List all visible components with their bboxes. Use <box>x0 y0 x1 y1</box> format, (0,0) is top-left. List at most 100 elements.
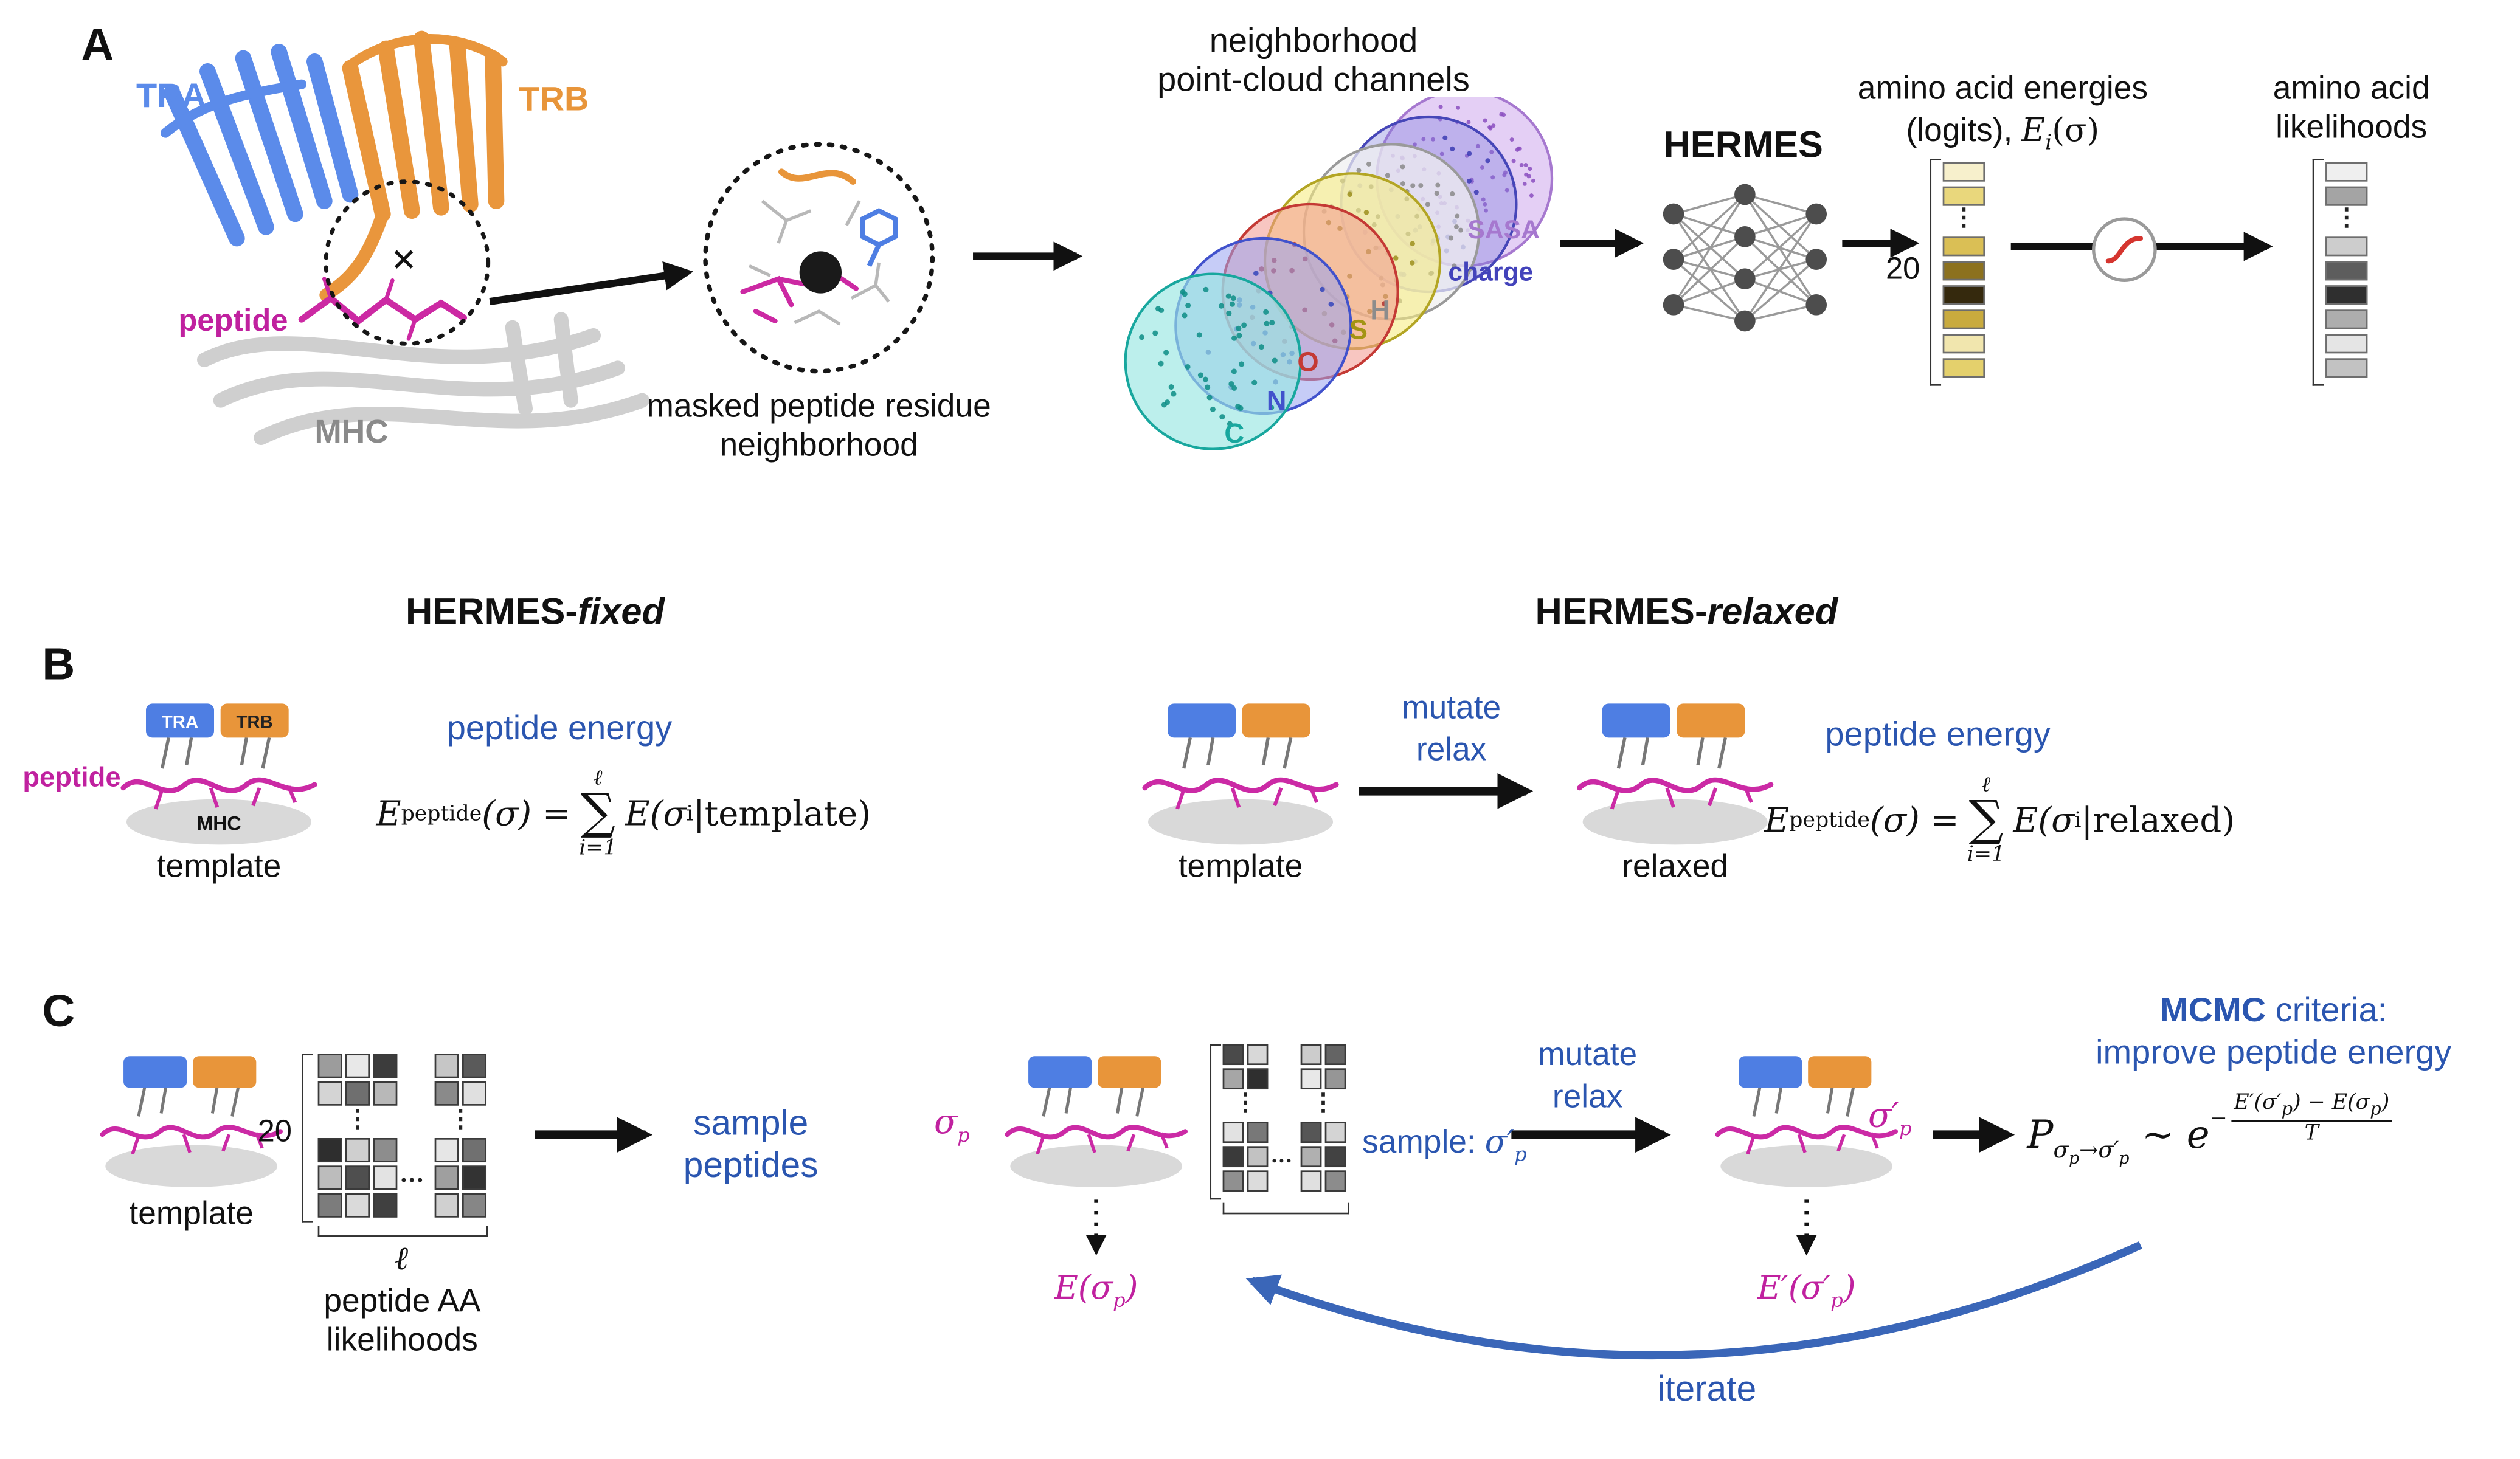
p-var: P <box>2027 1112 2054 1158</box>
sample-sigma-sub: p <box>1514 1143 1527 1166</box>
pmhc-cartoon-b-relaxed <box>1554 691 1797 853</box>
tra-box <box>1168 703 1236 738</box>
matrix2-topA <box>1222 1044 1269 1092</box>
aa-likelihoods-line2: likelihoods <box>326 1323 478 1359</box>
interface-dotted-circle <box>324 179 491 346</box>
num3: ) <box>2381 1091 2390 1116</box>
matrix-cell <box>1300 1068 1322 1090</box>
sample-sigma-base: σ′ <box>1484 1122 1515 1161</box>
matrix-cell <box>434 1165 459 1190</box>
num-sub2: p <box>2370 1099 2381 1120</box>
point-cloud-channels-graphic <box>1124 97 1554 450</box>
e-sigma-sub: p <box>1113 1289 1126 1312</box>
likelihood-cells-bottom <box>2325 236 2368 382</box>
mhc-ellipse <box>126 799 312 845</box>
sigma-p-label: σp <box>934 1102 970 1147</box>
matrix-cell <box>1942 186 1985 206</box>
panel-b-label: B <box>42 638 75 689</box>
eq-lhs-sub: peptide <box>401 801 482 826</box>
trb-label: TRB <box>519 81 589 119</box>
hermes-relaxed-title: HERMES-relaxed <box>1443 590 1930 634</box>
ell-label: ℓ <box>394 1238 409 1278</box>
matrix-cell <box>1324 1170 1346 1192</box>
matrix-cell <box>1942 261 1985 281</box>
matrix1-hdots: ... <box>400 1161 425 1188</box>
matrix-cell <box>1324 1146 1346 1168</box>
matrix1-topA <box>317 1054 398 1109</box>
peptide-side-sticks <box>131 1132 264 1155</box>
matrix-cell <box>345 1138 370 1163</box>
template-label-b2: template <box>1178 849 1303 886</box>
matrix-cell <box>317 1193 342 1218</box>
matrix-cell <box>462 1138 487 1163</box>
matrix-cell <box>434 1081 459 1106</box>
matrix-cell <box>373 1081 398 1106</box>
matrix-cell <box>317 1138 342 1163</box>
e-sigma-label: E(σp) <box>1005 1268 1187 1311</box>
matrix1-botB <box>434 1138 487 1221</box>
matrix-cell <box>1324 1122 1346 1143</box>
mhc-box-label: MHC <box>197 812 241 834</box>
matrix-cell <box>1247 1146 1269 1168</box>
relax-label-b: relax <box>1416 733 1487 769</box>
pmhc-cartoon-graphic <box>1715 1056 1898 1187</box>
peptide-side-sticks <box>1746 1132 1879 1155</box>
template-label-c: template <box>129 1196 254 1232</box>
channels-title-line1: neighborhood <box>1209 22 1418 60</box>
template-label-b1: template <box>156 849 282 886</box>
exponent-block: −E′(σ′p) − E(σp)T <box>2210 1092 2393 1147</box>
matrix-cell <box>1222 1122 1244 1143</box>
matrix2-bottom-bracket <box>1222 1202 1349 1215</box>
matrix-cell <box>1942 309 1985 329</box>
tcr-legs <box>1616 737 1727 769</box>
trb-box <box>1808 1056 1872 1088</box>
energy-cells-top <box>1942 162 1985 211</box>
num1: E′(σ′ <box>2234 1091 2282 1116</box>
sigma-p-prime-base: σ′ <box>1868 1095 1899 1135</box>
twenty-label: 20 <box>1885 253 1920 288</box>
peptide-squiggle <box>100 1125 283 1140</box>
matrix-cell <box>434 1054 459 1078</box>
sample-sigma-label: sample: σ′p <box>1362 1122 1527 1165</box>
matrix2-topB <box>1300 1044 1346 1092</box>
matrix-cell <box>1324 1068 1346 1090</box>
tcr-legs <box>161 737 271 769</box>
e-sigma-a: E(σ <box>1054 1268 1113 1307</box>
e-sigma-b: ) <box>1125 1268 1138 1307</box>
matrix1-vdotsA: ⋮ <box>345 1107 370 1134</box>
likelihood-cells-top <box>2325 162 2368 211</box>
eq-lhs: E <box>1764 801 1790 840</box>
mutate-label-c: mutate <box>1538 1037 1638 1074</box>
matrix-cell <box>1300 1146 1322 1168</box>
sum-upper: ℓ <box>1981 773 1991 798</box>
peptide-sticks <box>298 277 468 341</box>
sum-upper: ℓ <box>594 767 603 792</box>
sum-lower: i=1 <box>579 836 617 861</box>
matrix-cell <box>434 1138 459 1163</box>
eq-mid: (σ) = <box>482 794 571 833</box>
sigma-p-prime-sub: p <box>1899 1117 1912 1140</box>
pmhc-cartoon-graphic <box>100 1056 283 1187</box>
sample-line2: peptides <box>683 1144 819 1185</box>
matrix1-bottom-bracket <box>317 1226 488 1237</box>
masked-peptide-sticks <box>740 272 859 324</box>
sigma-p-sub: p <box>957 1123 970 1147</box>
x-mark <box>394 250 414 269</box>
eq-rhs-sub: i <box>686 801 693 826</box>
matrix-cell <box>1222 1044 1244 1066</box>
matrix-cell <box>345 1165 370 1190</box>
tra-box <box>1602 703 1670 738</box>
mhc-ribbons <box>197 312 650 446</box>
e-arg: (σ) <box>2052 110 2100 150</box>
matrix-cell <box>2325 309 2368 329</box>
matrix-cell <box>1300 1170 1322 1192</box>
matrix-cell <box>1300 1044 1322 1066</box>
matrix-cell <box>1324 1044 1346 1066</box>
energies-title-line1: amino acid energies <box>1857 71 2148 108</box>
matrix-cell <box>1942 358 1985 378</box>
panel-a-label: A <box>81 19 114 70</box>
hermes-fixed-prefix: HERMES- <box>406 590 578 633</box>
matrix-cell <box>317 1165 342 1190</box>
peptide-side-sticks <box>1175 785 1319 810</box>
